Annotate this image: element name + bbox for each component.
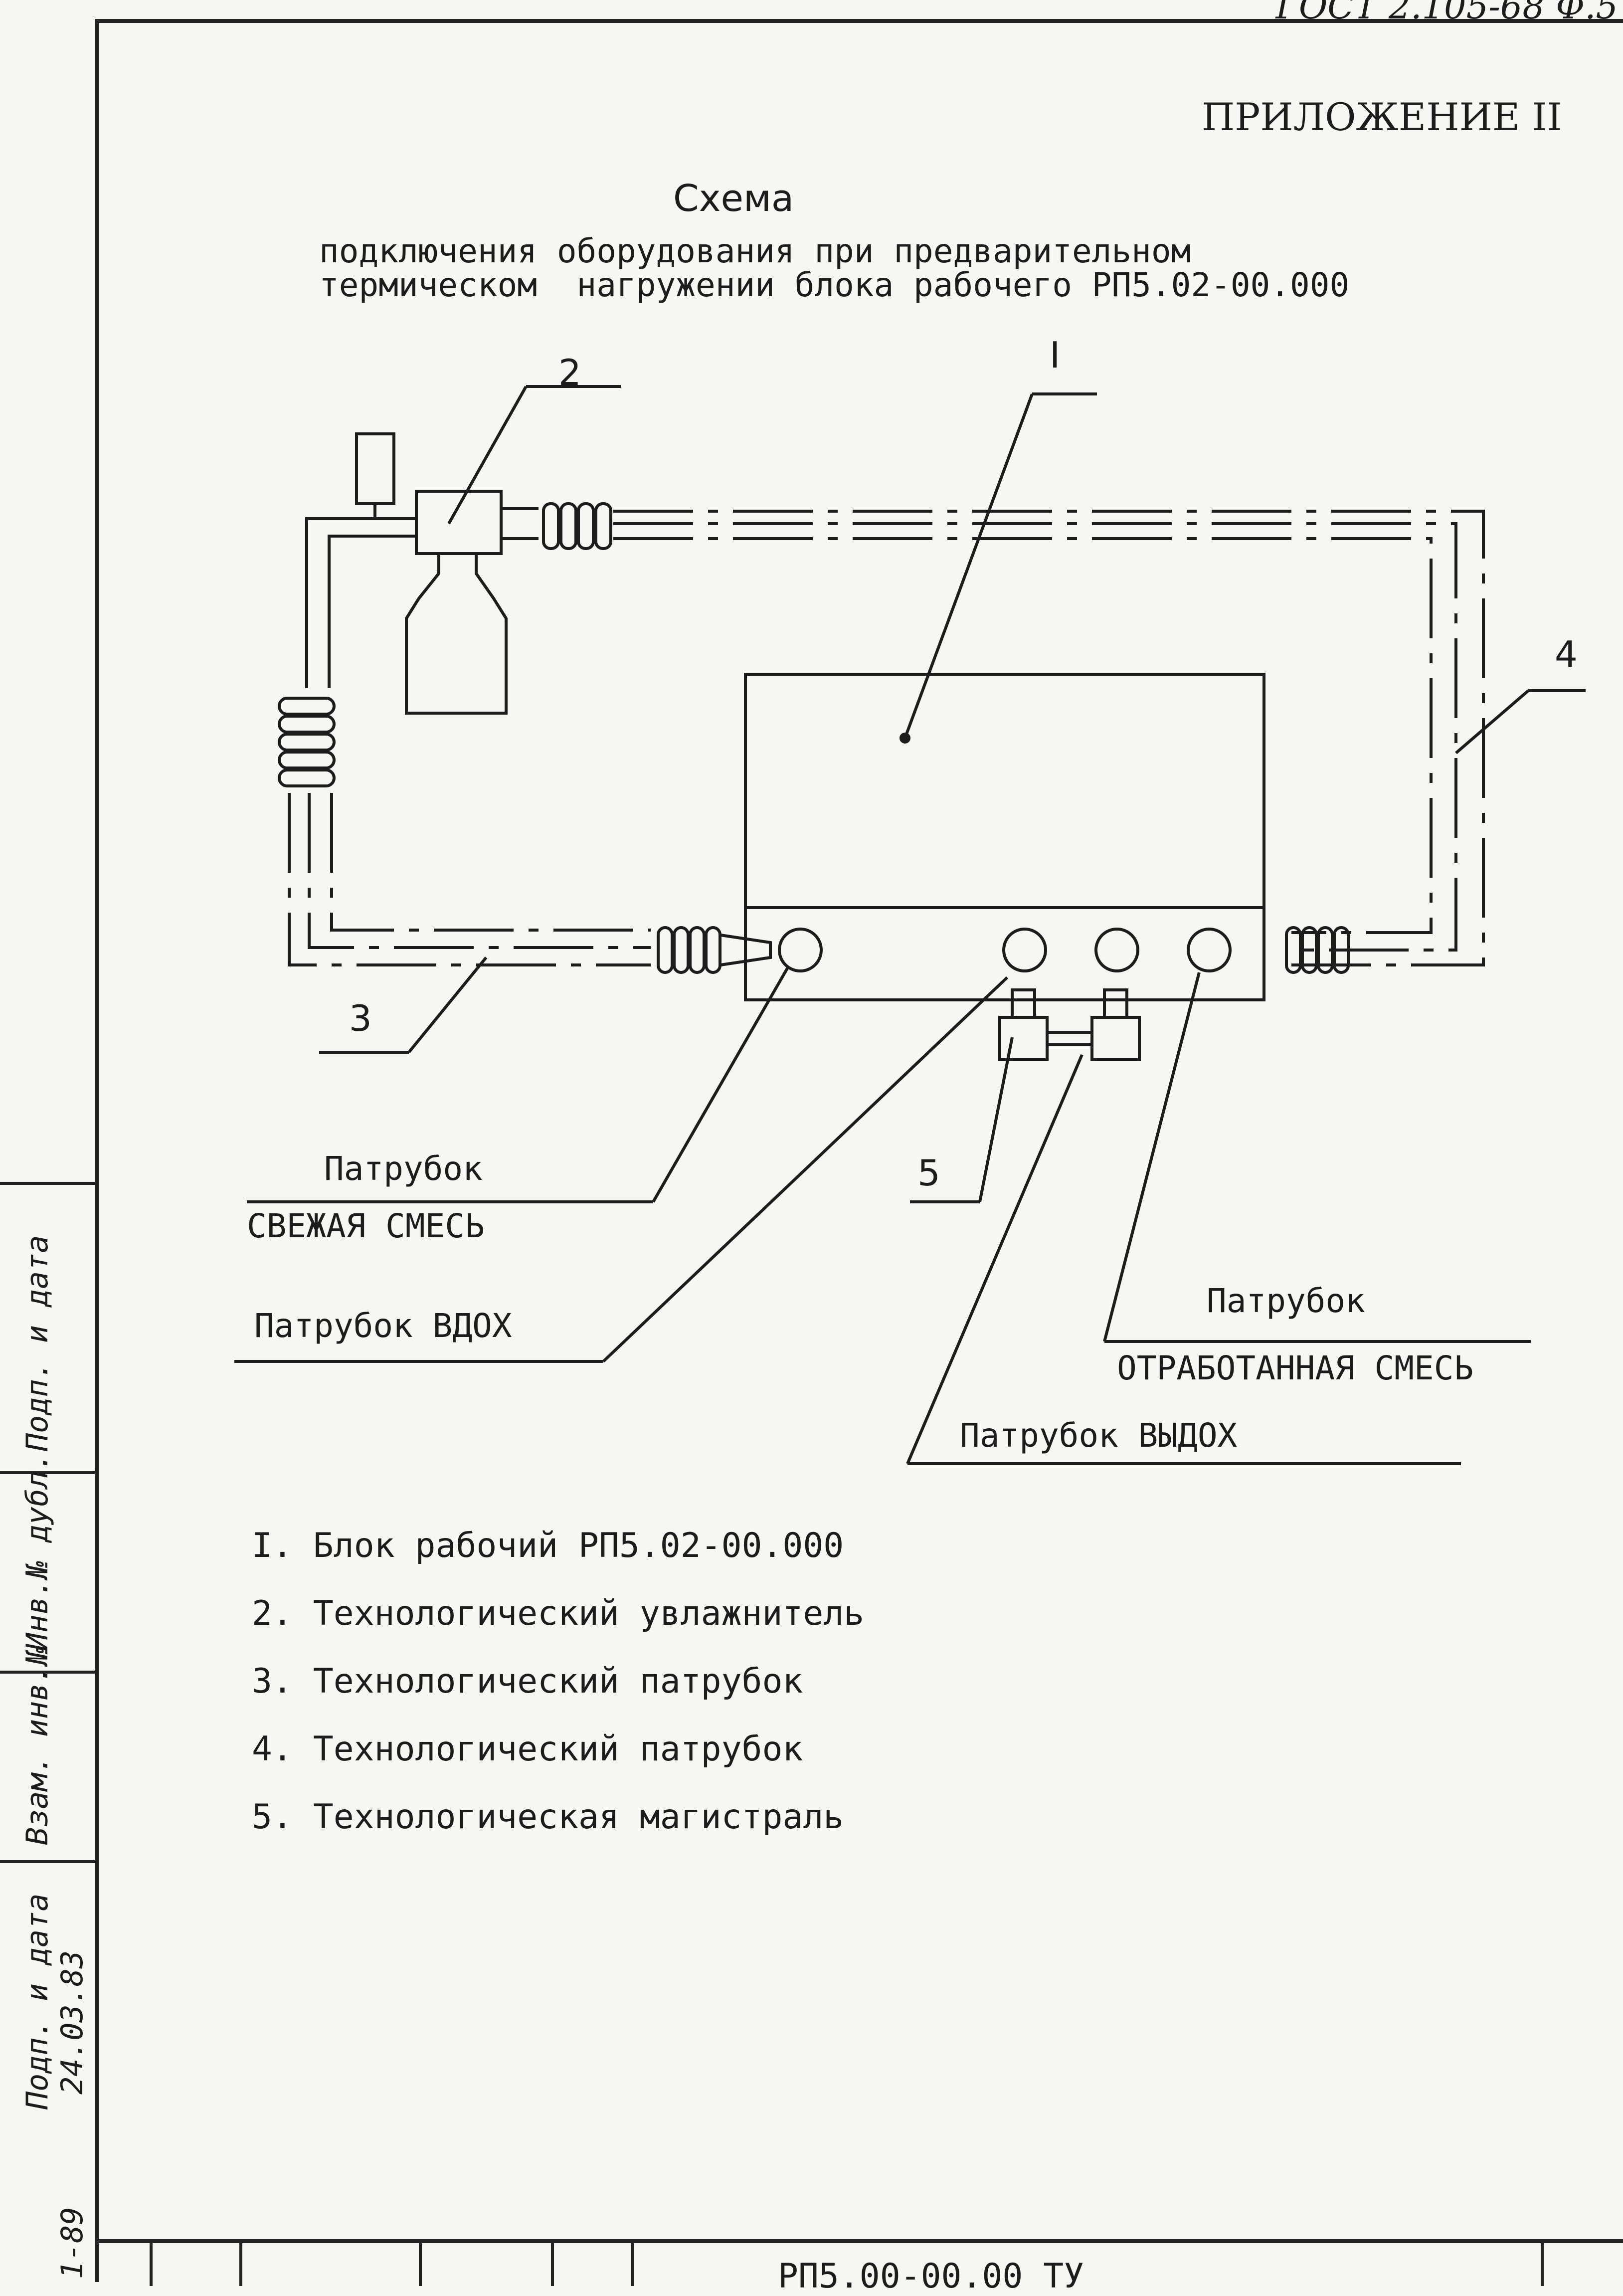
bottom-left-bellows	[657, 926, 721, 974]
frame-top-border	[95, 19, 1623, 23]
callout-1: I	[1050, 334, 1061, 376]
appendix-heading: ПРИЛОЖЕНИЕ II	[1202, 95, 1562, 139]
spent-mix-label-line2: ОТРАБОТАННАЯ СМЕСЬ	[1117, 1349, 1474, 1387]
side-stamp-date: 24.03.83	[55, 1950, 90, 2095]
document-title: Схема	[673, 177, 794, 220]
working-block	[744, 673, 1265, 909]
working-block-base	[744, 906, 1265, 1001]
callout-2: 2	[558, 352, 581, 393]
vydoh-label: Патрубок ВЫДОХ	[960, 1416, 1238, 1455]
legend-item: 5. Технологическая магистраль	[252, 1797, 844, 1837]
humidifier-flask	[405, 554, 508, 715]
vydoh-nozzle	[1094, 928, 1139, 972]
legend-item: I. Блок рабочий РП5.02-00.000	[252, 1526, 844, 1565]
humidifier-cap	[355, 432, 395, 505]
side-stamp-repl-inv: Взам. инв.№	[20, 1647, 55, 1845]
humidifier-head	[415, 490, 503, 555]
side-stamp-sign-date: Подп. и дата	[20, 1235, 55, 1451]
title-block-strip	[95, 2239, 1623, 2286]
legend-item: 3. Технологический патрубок	[252, 1662, 803, 1701]
callout-5: 5	[917, 1152, 940, 1194]
side-stamp-dup-inv: Инв.№ дубл.	[20, 1452, 55, 1651]
vydoh-fitting	[1090, 1016, 1141, 1061]
fresh-mix-label-line2: СВЕЖАЯ СМЕСЬ	[247, 1207, 485, 1245]
legend-item: 2. Технологический увлажнитель	[252, 1594, 865, 1633]
spent-mix-nozzle	[1187, 928, 1232, 972]
side-stamp-sign-date-2: Подп. и дата	[20, 1893, 55, 2109]
callout-4: 4	[1555, 633, 1578, 675]
vdoh-nozzle	[1002, 928, 1047, 972]
left-bellows	[278, 697, 336, 787]
legend-item: 4. Технологический патрубок	[252, 1729, 803, 1769]
frame-left-border	[95, 19, 99, 2282]
right-bellows	[1285, 926, 1350, 974]
spent-mix-label-line1: Патрубок	[1207, 1282, 1365, 1320]
gost-header: ГОСТ 2.105-68 Ф.5	[1275, 0, 1619, 27]
fresh-mix-nozzle	[778, 928, 823, 972]
vdoh-label: Патрубок ВДОХ	[254, 1307, 512, 1345]
top-bellows	[542, 502, 612, 550]
side-stamp: Подп. и дата Инв.№ дубл. Взам. инв.№ Под…	[0, 1182, 95, 2282]
document-code: РП5.00-00.00 ТУ	[778, 2257, 1084, 2296]
callout-3: 3	[349, 997, 372, 1039]
vdoh-fitting	[998, 1016, 1049, 1061]
side-stamp-year: 1-89	[55, 2207, 90, 2280]
document-subtitle: подключения оборудования при предварител…	[319, 232, 1350, 304]
fresh-mix-label-line1: Патрубок	[324, 1149, 483, 1188]
legend-list: I. Блок рабочий РП5.02-00.000 2. Техноло…	[252, 1526, 864, 1865]
